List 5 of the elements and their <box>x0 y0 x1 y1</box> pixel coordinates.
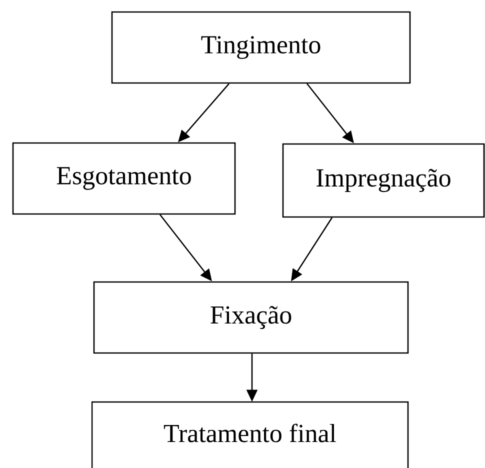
process-box: Impregnação <box>282 143 485 218</box>
process-box: Tratamento final <box>91 401 409 468</box>
process-box: Esgotamento <box>12 142 236 215</box>
process-box: Fixação <box>93 281 409 354</box>
process-box: Tingimento <box>111 11 411 84</box>
